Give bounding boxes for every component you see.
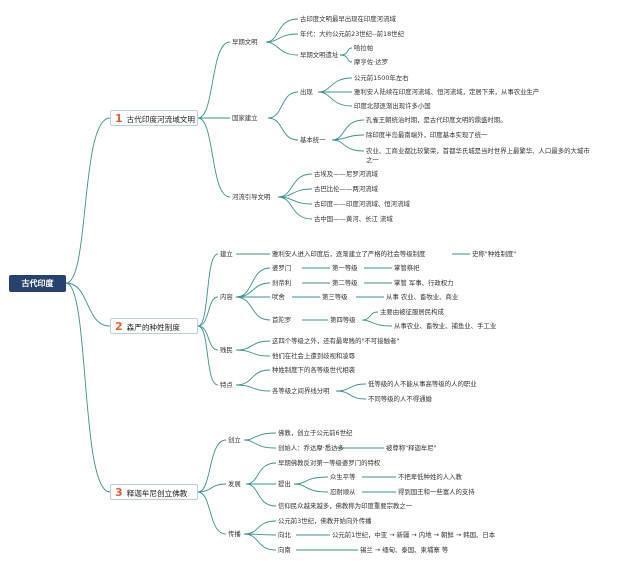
s3-prop-b1[interactable]: 得到国王和一些富人的支持 <box>398 488 475 496</box>
caste-kshatriya-rank[interactable]: 第二等级 <box>332 279 358 287</box>
s2-build-label[interactable]: 建立 <box>220 250 233 258</box>
s1-unify-b[interactable]: 除印度半岛最南端外，印度基本实现了统一 <box>366 131 488 139</box>
s2-dalit-b[interactable]: 他们在社会上遭到歧视和凌辱 <box>272 352 356 360</box>
s1-unify-c2[interactable]: 之一 <box>366 156 379 164</box>
s3-found-b1[interactable]: 被尊称"释迦牟尼" <box>386 444 437 452</box>
branch-2-title: 森严的种姓制度 <box>126 323 180 332</box>
caste-shudra[interactable]: 首陀罗 <box>272 316 292 324</box>
caste-shudra-duty-2[interactable]: 从事农业、畜牧业、捕鱼业、手工业 <box>394 322 497 330</box>
branch-1-number: 1 <box>115 112 123 125</box>
s2-traits-b1[interactable]: 低等级的人不能从事高等级的人的职业 <box>368 380 477 388</box>
s3-found-label[interactable]: 创立 <box>228 436 241 444</box>
s1-river-babylon[interactable]: 古巴比伦——两河流域 <box>314 185 378 193</box>
s3-prop-a1[interactable]: 不把卑低种姓的人入教 <box>398 473 462 481</box>
s1-emergence-c[interactable]: 印度北部逐渐出现许多小国 <box>354 102 431 110</box>
s3-dev-label[interactable]: 发展 <box>228 480 241 488</box>
caste-vaishya-rank[interactable]: 第三等级 <box>322 293 348 301</box>
s2-traits-b[interactable]: 各等级之间界线分明 <box>272 387 330 395</box>
s1-early-item-2[interactable]: 年代：大约公元前23世纪--前18世纪 <box>300 30 404 38</box>
s1-river-egypt[interactable]: 古埃及——尼罗河流域 <box>314 170 378 178</box>
s3-north-label[interactable]: 向北 <box>278 531 291 539</box>
s2-traits-b2[interactable]: 不同等级的人不得通婚 <box>368 395 432 403</box>
caste-kshatriya[interactable]: 刹帝利 <box>272 279 292 287</box>
caste-kshatriya-duty[interactable]: 掌管 军事、行政权力 <box>394 279 454 287</box>
s1-early-label[interactable]: 早期文明 <box>232 38 258 46</box>
s1-unify-c1[interactable]: 农业、工商业都比较繁荣，首都华氏城是当时世界上最繁华、人口最多的大城市 <box>366 147 590 155</box>
s2-build-text[interactable]: 雅利安人进入印度后，逐渐建立了严格的社会等级制度 <box>272 250 426 258</box>
s3-south-label[interactable]: 向南 <box>278 546 291 554</box>
s3-prop-b[interactable]: 忍耐顺从 <box>330 488 356 496</box>
s1-state-label[interactable]: 国家建立 <box>232 114 258 122</box>
s2-build-result[interactable]: 史称"种姓制度" <box>472 250 517 258</box>
s3-found-a[interactable]: 佛教，创立于公元前6世纪 <box>278 429 353 437</box>
root-node[interactable]: 古代印度 <box>9 275 66 292</box>
caste-shudra-rank[interactable]: 第四等级 <box>330 316 356 324</box>
branch-2-number: 2 <box>115 320 123 333</box>
s3-spread-a[interactable]: 公元前3世纪，佛教开始向外传播 <box>278 517 372 525</box>
s1-emergence-label[interactable]: 出现 <box>300 88 313 96</box>
s1-sites-label[interactable]: 早期文明遗址 <box>300 51 339 59</box>
s1-river-china[interactable]: 古中国——黄河、长江 流域 <box>314 215 393 223</box>
caste-shudra-duty[interactable]: 主要由被征服居民构成 <box>380 308 444 316</box>
s3-south-text[interactable]: 锡兰 → 缅甸、泰国、柬埔寨 等 <box>360 546 449 554</box>
s3-dev-a[interactable]: 早期佛教反对第一等级婆罗门的特权 <box>278 459 381 467</box>
s2-traits-a[interactable]: 种姓制度下的各等级世代相袭 <box>272 366 356 374</box>
caste-brahmin-rank[interactable]: 第一等级 <box>332 264 358 272</box>
s1-emergence-b[interactable]: 雅利安人陆续在印度河流域、恒河流域，定居下来，从事农业生产 <box>354 88 540 96</box>
branch-1-title: 古代印度河流域文明 <box>126 115 195 124</box>
s2-content-label[interactable]: 内容 <box>220 293 233 301</box>
s3-dev-b[interactable]: 信仰民众越来越多，佛教称为印度重要宗教之一 <box>278 502 413 510</box>
s1-site-mohenjo-daro[interactable]: 摩亨佐·达罗 <box>354 58 388 66</box>
s3-north-text[interactable]: 公元前1世纪，中亚 → 新疆 → 内地 → 朝鲜 → 韩国、日本 <box>332 531 496 539</box>
s3-found-b[interactable]: 创始人：乔达摩·悉达多 <box>278 444 344 452</box>
caste-vaishya-duty[interactable]: 从事 农业、畜牧业、商业 <box>386 293 459 301</box>
s1-site-harappa[interactable]: 哈拉帕 <box>354 44 374 52</box>
s3-prop-label[interactable]: 提出 <box>278 480 291 488</box>
s2-dalit-label[interactable]: 贱民 <box>220 346 233 354</box>
s3-spread-label[interactable]: 传播 <box>228 530 241 538</box>
s2-traits-label[interactable]: 特点 <box>220 381 233 389</box>
caste-brahmin[interactable]: 婆罗门 <box>272 264 292 272</box>
s3-prop-a[interactable]: 众生平等 <box>330 473 356 481</box>
s2-dalit-a[interactable]: 这四个等级之外，还有最卑贱的"不可接触者" <box>272 337 400 345</box>
s1-early-item-1[interactable]: 古印度文明最早出现在印度河流域 <box>300 15 396 23</box>
caste-brahmin-duty[interactable]: 掌管祭祀 <box>394 264 420 272</box>
s1-river-india[interactable]: 古印度——印度河流域、恒河流域 <box>314 200 410 208</box>
branch-3-title: 释迦牟尼创立佛教 <box>126 489 188 498</box>
s1-emergence-a[interactable]: 公元前1500年左右 <box>354 74 409 82</box>
s1-rivers-label[interactable]: 河流引导文明 <box>232 193 271 201</box>
branch-3-number: 3 <box>115 486 123 499</box>
caste-vaishya[interactable]: 吠舍 <box>272 293 285 301</box>
s1-unify-a[interactable]: 孔雀王朝统治时期，是古代印度文明的鼎盛时期。 <box>366 116 507 124</box>
s1-unify-label[interactable]: 基本统一 <box>300 136 326 144</box>
